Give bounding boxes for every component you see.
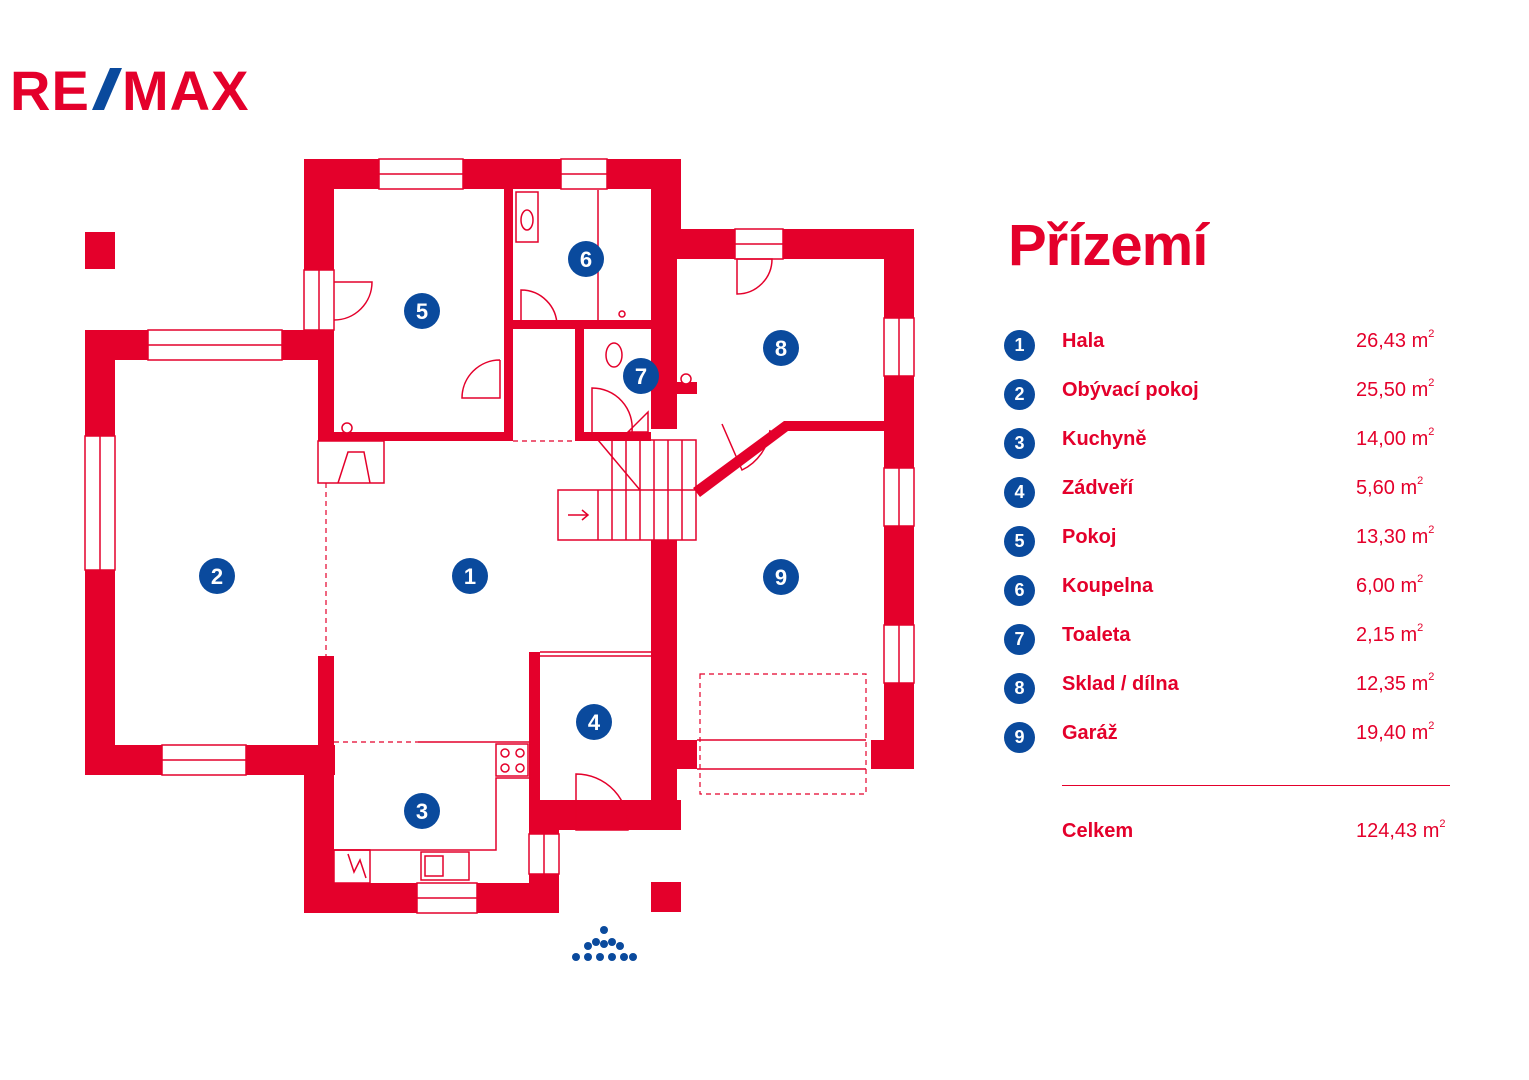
svg-text:6: 6 xyxy=(580,247,592,272)
room-badge-2: 2 xyxy=(199,558,235,594)
room-area-value: 25,50 m xyxy=(1356,379,1429,401)
room-badge-5: 5 xyxy=(404,293,440,329)
room-name: Kuchyně xyxy=(1062,428,1147,450)
total-label: Celkem xyxy=(1062,820,1134,842)
svg-text:5: 5 xyxy=(416,299,428,324)
room-number-badge: 3 xyxy=(1004,428,1035,459)
room-row: 7 Toaleta 2,15 m2 xyxy=(1004,620,1464,669)
walls xyxy=(85,159,914,913)
room-name: Toaleta xyxy=(1062,624,1131,646)
room-badge-4: 4 xyxy=(576,704,612,740)
room-row: 9 Garáž 19,40 m2 xyxy=(1004,718,1464,767)
room-area-unit: 2 xyxy=(1428,524,1435,536)
room-area-value: 5,60 m xyxy=(1356,477,1418,499)
room-row: 8 Sklad / dílna 12,35 m2 xyxy=(1004,669,1464,718)
room-number-badge: 1 xyxy=(1004,330,1035,361)
svg-text:7: 7 xyxy=(635,364,647,389)
svg-text:RE: RE xyxy=(10,64,90,116)
room-area-unit: 2 xyxy=(1428,377,1435,389)
room-badge-8: 8 xyxy=(763,330,799,366)
room-area: 19,40 m2 xyxy=(1356,720,1435,745)
legend-divider xyxy=(1062,785,1450,786)
room-name: Pokoj xyxy=(1062,526,1117,548)
room-area-value: 19,40 m xyxy=(1356,722,1429,744)
remax-logo: RE MAX xyxy=(10,64,249,116)
room-row: 1 Hala 26,43 m2 xyxy=(1004,326,1464,375)
room-row: 6 Koupelna 6,00 m2 xyxy=(1004,571,1464,620)
svg-text:8: 8 xyxy=(775,336,787,361)
room-area-value: 26,43 m xyxy=(1356,330,1429,352)
room-area-unit: 2 xyxy=(1428,671,1435,683)
room-badge-6: 6 xyxy=(568,241,604,277)
svg-text:MAX: MAX xyxy=(122,64,249,116)
room-name: Koupelna xyxy=(1062,575,1154,597)
room-area-value: 6,00 m xyxy=(1356,575,1418,597)
room-area: 2,15 m2 xyxy=(1356,622,1424,647)
room-area: 25,50 m2 xyxy=(1356,377,1435,402)
room-name: Zádveří xyxy=(1062,477,1134,499)
room-area: 6,00 m2 xyxy=(1356,573,1424,598)
svg-text:9: 9 xyxy=(775,565,787,590)
room-area-value: 12,35 m xyxy=(1356,673,1429,695)
svg-text:3: 3 xyxy=(416,799,428,824)
room-area-unit: 2 xyxy=(1428,426,1435,438)
room-area-value: 14,00 m xyxy=(1356,428,1429,450)
legend-title: Přízemí xyxy=(1008,213,1208,278)
room-badges: 1 2 3 4 5 6 7 8 9 xyxy=(199,241,799,829)
room-area: 13,30 m2 xyxy=(1356,524,1435,549)
windows xyxy=(84,158,915,914)
room-area: 5,60 m2 xyxy=(1356,475,1424,500)
dots-triangle-icon xyxy=(572,926,637,961)
room-area-unit: 2 xyxy=(1428,328,1435,340)
room-badge-9: 9 xyxy=(763,559,799,595)
room-number-badge: 4 xyxy=(1004,477,1035,508)
room-name: Hala xyxy=(1062,330,1105,352)
svg-text:4: 4 xyxy=(588,710,601,735)
room-number-badge: 2 xyxy=(1004,379,1035,410)
room-number-badge: 7 xyxy=(1004,624,1035,655)
svg-text:2: 2 xyxy=(211,564,223,589)
room-number-badge: 9 xyxy=(1004,722,1035,753)
room-name: Obývací pokoj xyxy=(1062,379,1199,401)
room-badge-7: 7 xyxy=(623,358,659,394)
room-area-unit: 2 xyxy=(1417,573,1424,585)
room-area-value: 2,15 m xyxy=(1356,624,1418,646)
room-badge-3: 3 xyxy=(404,793,440,829)
room-number-badge: 8 xyxy=(1004,673,1035,704)
room-row: 3 Kuchyně 14,00 m2 xyxy=(1004,424,1464,473)
room-row: 5 Pokoj 13,30 m2 xyxy=(1004,522,1464,571)
room-name: Garáž xyxy=(1062,722,1118,744)
total-area: 124,43 m2 xyxy=(1356,818,1446,842)
room-area-value: 13,30 m xyxy=(1356,526,1429,548)
total-row: Celkem 124,43 m2 xyxy=(1062,818,1462,850)
fixtures xyxy=(317,190,866,884)
room-area-unit: 2 xyxy=(1428,720,1435,732)
room-badge-1: 1 xyxy=(452,558,488,594)
room-area: 14,00 m2 xyxy=(1356,426,1435,451)
room-number-badge: 6 xyxy=(1004,575,1035,606)
dashed-lines xyxy=(325,440,867,795)
room-area: 26,43 m2 xyxy=(1356,328,1435,353)
room-area: 12,35 m2 xyxy=(1356,671,1435,696)
room-number-badge: 5 xyxy=(1004,526,1035,557)
room-area-unit: 2 xyxy=(1417,475,1424,487)
room-area-unit: 2 xyxy=(1417,622,1424,634)
svg-text:1: 1 xyxy=(464,564,476,589)
room-name: Sklad / dílna xyxy=(1062,673,1179,695)
room-row: 4 Zádveří 5,60 m2 xyxy=(1004,473,1464,522)
